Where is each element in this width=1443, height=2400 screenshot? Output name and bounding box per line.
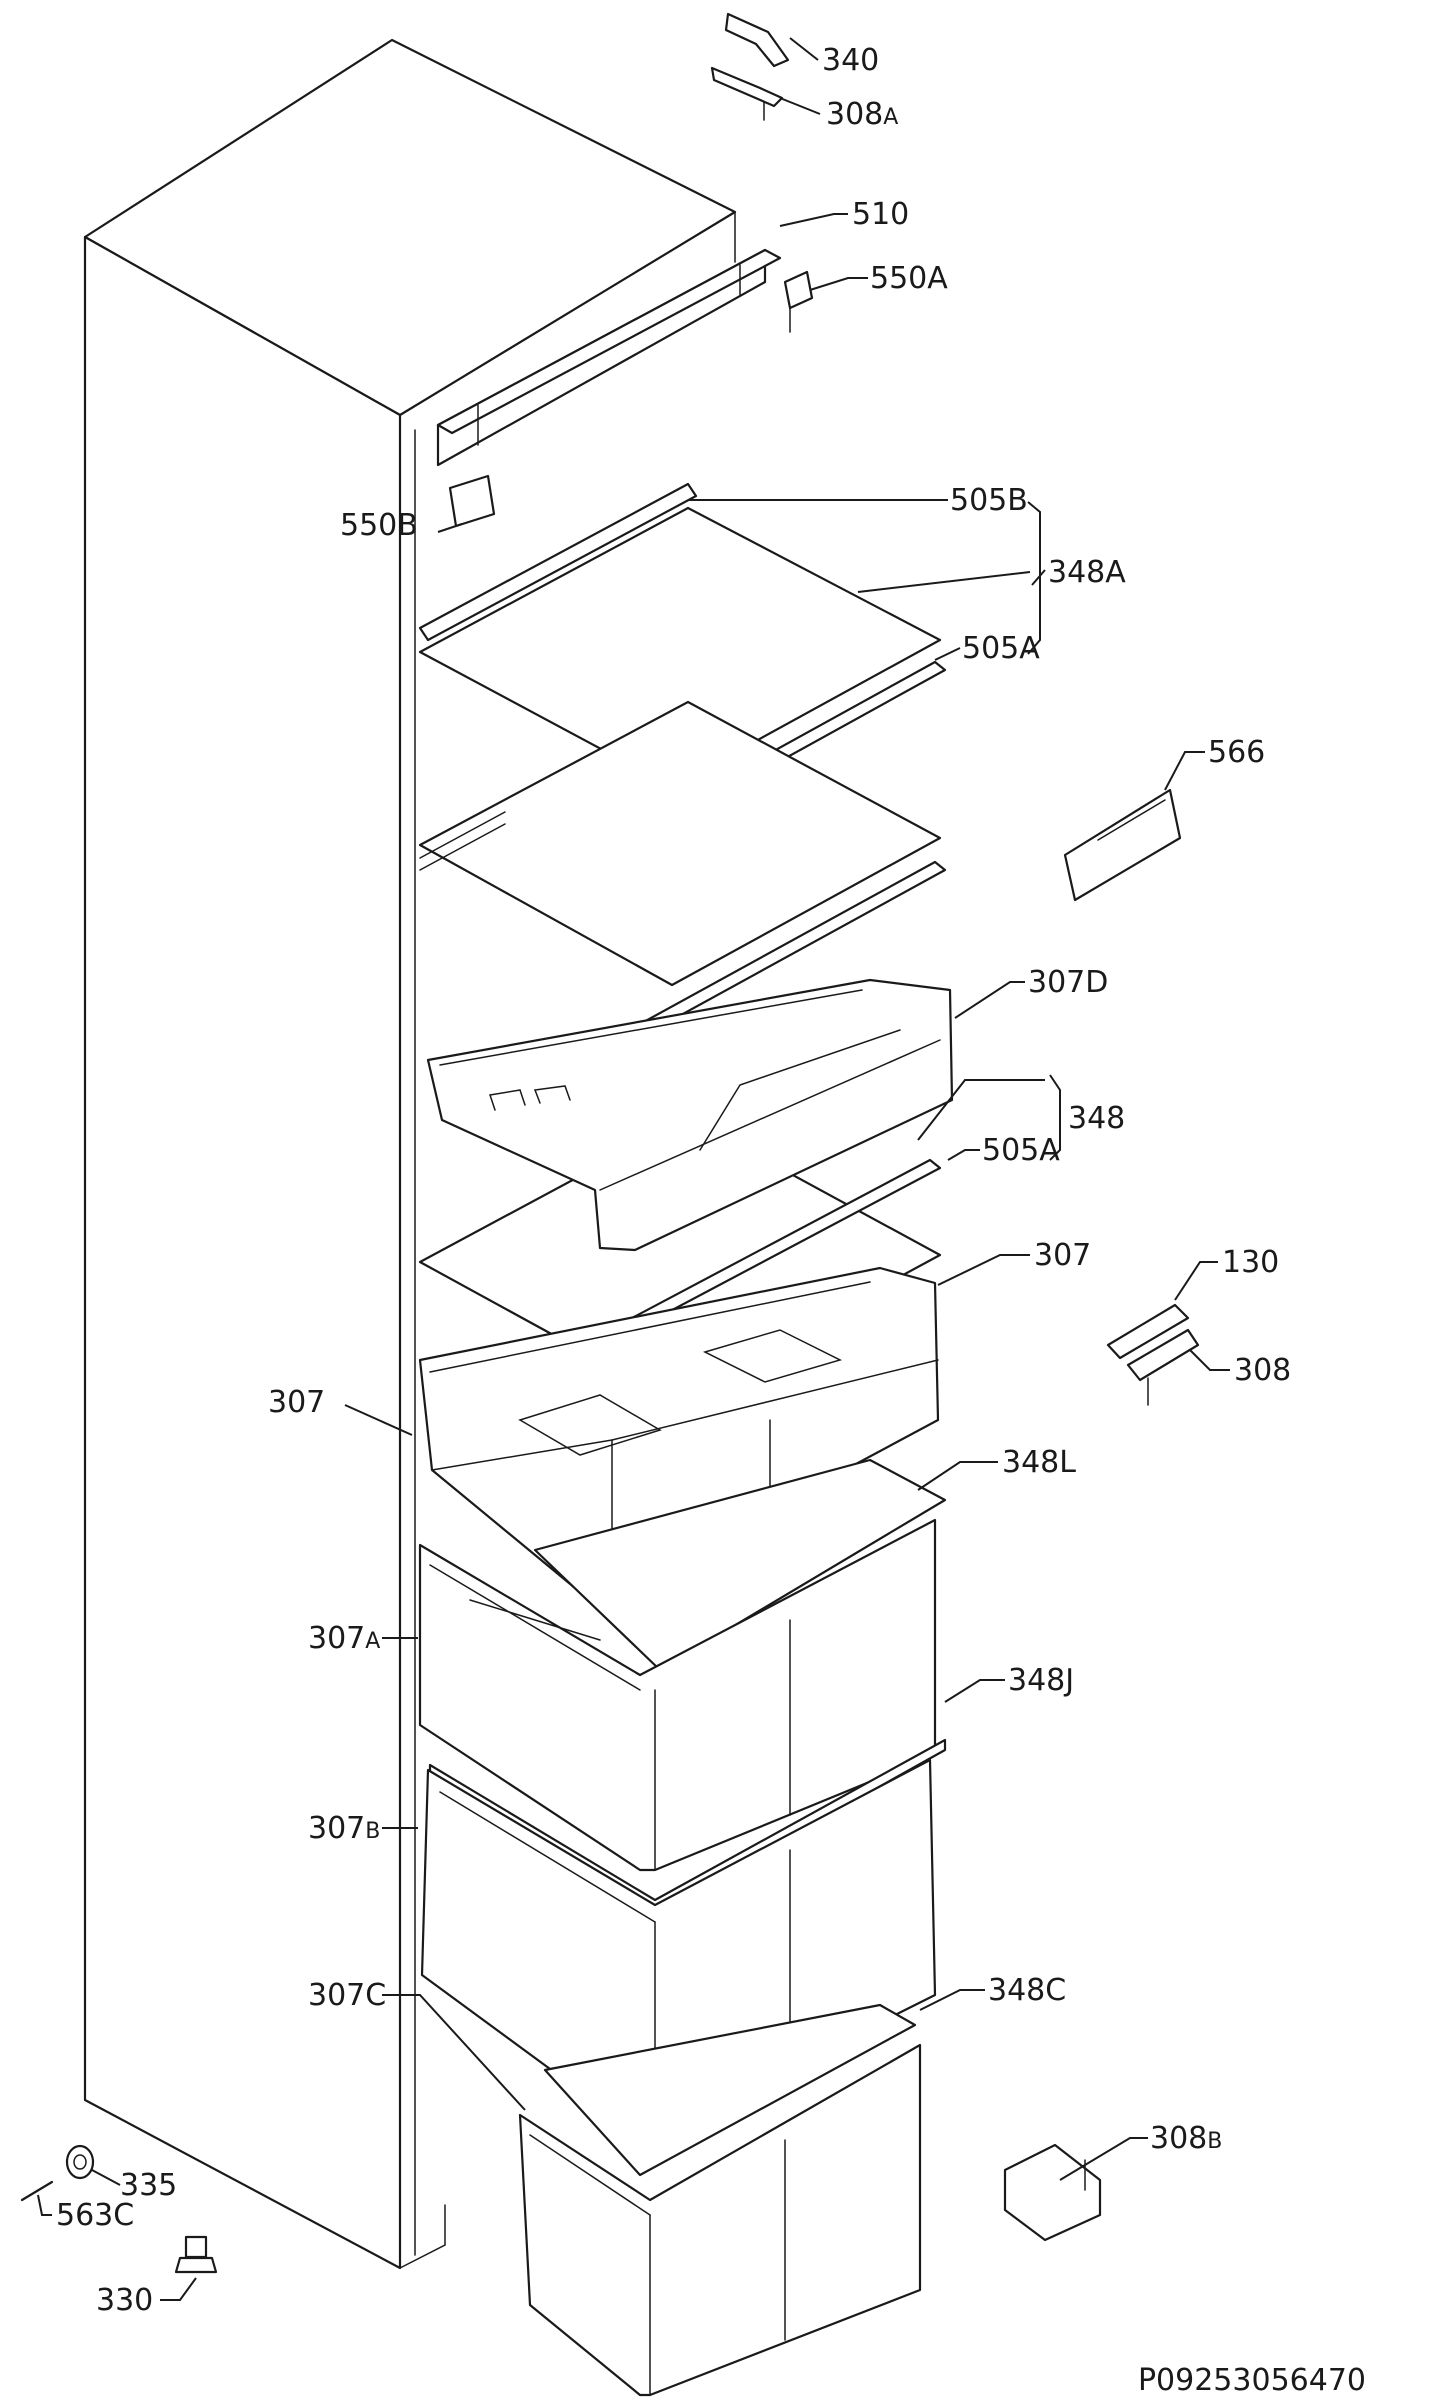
clip-550A <box>783 270 814 333</box>
leader-lines <box>37 37 1230 2301</box>
top-hinge-308A <box>710 66 784 121</box>
label-308: 308 <box>1234 1353 1291 1388</box>
label-330: 330 <box>96 2283 153 2318</box>
label-348L: 348L <box>1002 1445 1076 1480</box>
cabinet-body <box>83 38 737 2270</box>
label-308A: 308A <box>826 97 898 132</box>
adjustable-foot-330 <box>174 2235 218 2274</box>
label-505A-top: 505A <box>962 631 1040 666</box>
drawer-307C <box>518 2043 922 2397</box>
label-348: 348 <box>1068 1101 1125 1136</box>
label-510: 510 <box>852 197 909 232</box>
label-566: 566 <box>1208 735 1265 770</box>
label-308B: 308B <box>1150 2121 1222 2156</box>
label-307C: 307C <box>308 1978 386 2013</box>
clip-550B <box>448 474 496 528</box>
glass-shelf-348C <box>543 2003 917 2177</box>
label-307D: 307D <box>1028 965 1108 1000</box>
top-hinge-cover-340 <box>724 12 790 68</box>
label-307-right: 307 <box>1034 1238 1091 1273</box>
reference-code: P09253056470 <box>1138 2363 1366 2398</box>
label-335: 335 <box>120 2168 177 2203</box>
label-505B: 505B <box>950 483 1028 518</box>
glass-shelf-348L <box>533 1458 947 1672</box>
label-563C: 563C <box>56 2198 134 2233</box>
top-frame-510 <box>436 248 782 467</box>
drawer-307A <box>418 1518 937 1872</box>
label-348A: 348A <box>1048 555 1126 590</box>
bottom-hinge-308B <box>1003 2143 1102 2242</box>
label-348C: 348C <box>988 1973 1066 2008</box>
label-348J: 348J <box>1008 1663 1074 1698</box>
label-130: 130 <box>1222 1245 1279 1280</box>
middle-hinge-130 <box>1106 1303 1190 1360</box>
part-labels: 340 308A 510 550A 550B 505B 348A 505A 56… <box>56 43 1291 2318</box>
pin-563C <box>20 2180 54 2202</box>
bracket-566 <box>1063 788 1182 902</box>
label-307B: 307B <box>308 1811 380 1846</box>
label-307A: 307A <box>308 1621 380 1656</box>
spacer-335 <box>65 2144 95 2180</box>
label-505A-mid: 505A <box>982 1133 1060 1168</box>
label-550A: 550A <box>870 261 948 296</box>
label-307-left: 307 <box>268 1385 325 1420</box>
middle-hinge-308 <box>1126 1328 1200 1406</box>
label-550B: 550B <box>340 508 418 543</box>
label-340: 340 <box>822 43 879 78</box>
drawer-307D <box>426 978 954 1252</box>
